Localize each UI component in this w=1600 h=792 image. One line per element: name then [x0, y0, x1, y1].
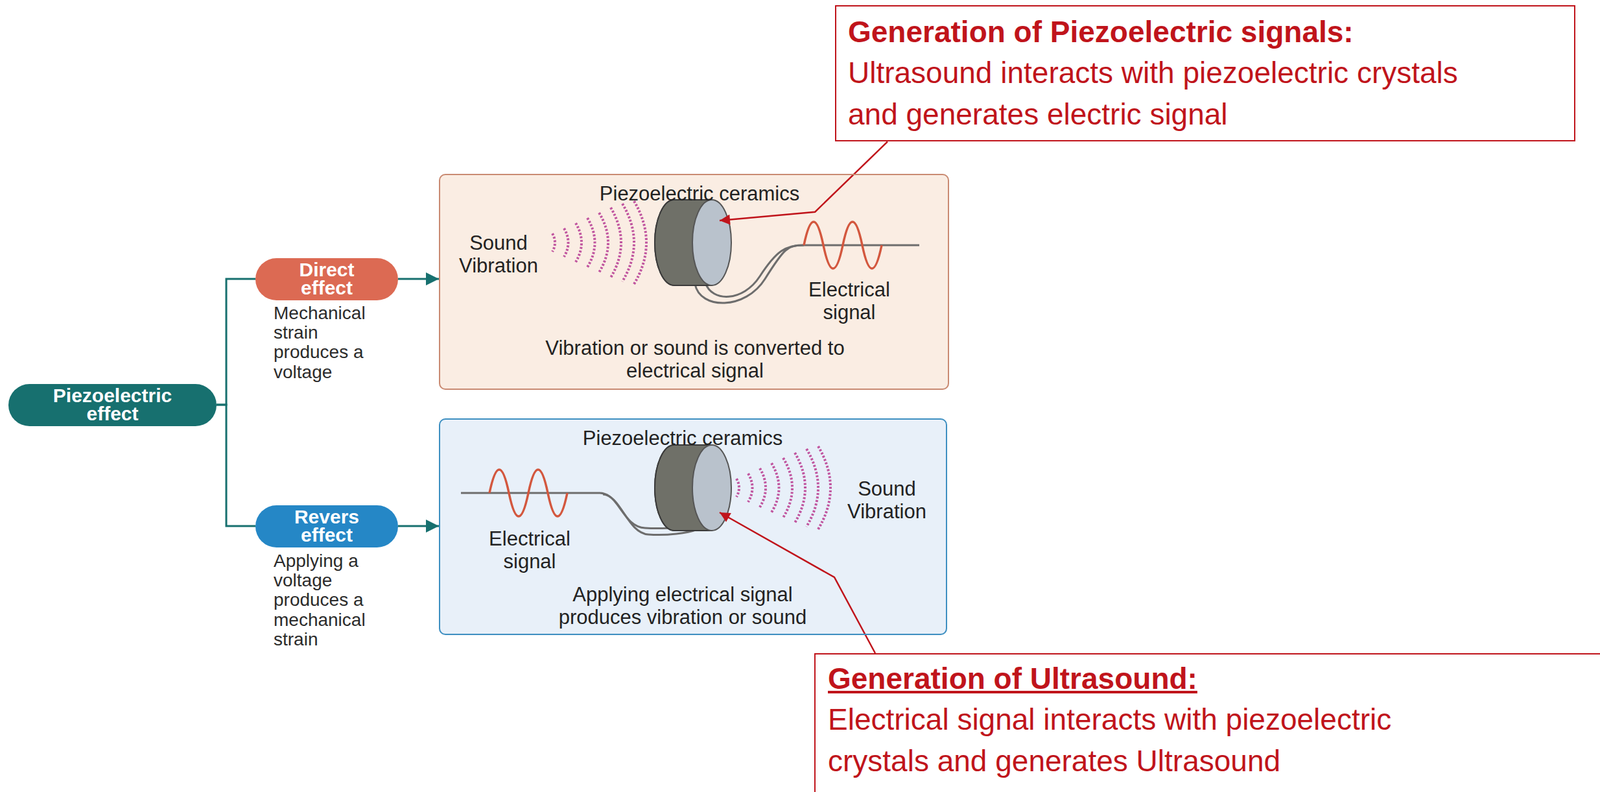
description-holder: Mechanical strain produces a voltage: [273, 303, 371, 382]
leader-arrow: [719, 141, 888, 221]
callout-box: Generation of Ultrasound:Electrical sign…: [814, 652, 1600, 792]
sound-wave: [610, 207, 622, 278]
crystal-face: [692, 444, 732, 531]
sound-wave: [634, 200, 647, 284]
panel-fill: [438, 173, 950, 390]
effect-pill: Direct effect: [255, 258, 399, 301]
sound-wave: [587, 217, 596, 268]
callout-text: Electrical signal interacts with piezoel…: [827, 698, 1470, 782]
effect-panel: Piezoelectric ceramicsElectrical signal S…: [438, 418, 948, 635]
sound-waves: [552, 200, 647, 284]
sound-wave: [622, 203, 635, 282]
signal-label-holder: Electrical signal: [481, 527, 579, 573]
sound-wave: [818, 446, 831, 530]
effect-panel: Piezoelectric ceramicsSound VibrationEle…: [438, 173, 950, 390]
piezo-crystal: [654, 199, 732, 286]
signal-label-holder: Electrical signal: [800, 278, 898, 324]
crystal-face: [692, 199, 732, 286]
wave-label-holder: Sound Vibration: [453, 232, 544, 277]
pill-label: Direct effect: [284, 260, 369, 298]
sine-wave: [489, 469, 568, 517]
panel-fills: [438, 173, 950, 635]
panel-caption: Applying electrical signal produces vibr…: [546, 583, 819, 629]
callout-text: Ultrasound interacts with piezoelectric …: [847, 52, 1490, 135]
sound-wave: [564, 228, 569, 257]
wave-label: Sound Vibration: [841, 477, 933, 523]
callout-heading: Generation of Ultrasound:: [827, 658, 1542, 699]
effect-pill: Revers effect: [255, 505, 399, 548]
signal-label: Electrical signal: [800, 278, 898, 324]
effect-description: Applying a voltage produces a mechanical…: [273, 551, 371, 649]
wave-label: Sound Vibration: [453, 232, 544, 277]
sound-wave: [794, 452, 806, 523]
sound-wave: [783, 457, 793, 518]
signal-label: Electrical signal: [481, 527, 579, 573]
sound-wave: [736, 478, 740, 497]
callout-heading: Generation of Piezoelectric signals:: [847, 11, 1562, 53]
panel-title-holder: Piezoelectric ceramics: [552, 427, 813, 450]
description-holder: Applying a voltage produces a mechanical…: [273, 551, 371, 649]
sound-wave: [575, 223, 582, 262]
connectors: [216, 141, 888, 653]
sound-wave: [806, 448, 819, 527]
sound-wave: [599, 212, 609, 273]
sine-wave: [803, 221, 882, 269]
leader-arrow: [719, 512, 876, 653]
callout-box: Generation of Piezoelectric signals:Ultr…: [835, 5, 1576, 142]
sound-wave: [552, 233, 555, 252]
effect-description: Mechanical strain produces a voltage: [273, 303, 371, 382]
sound-wave: [759, 468, 766, 507]
connector: [216, 404, 256, 526]
sound-waves: [736, 446, 831, 530]
root-pill: Piezoelectric effect: [8, 383, 217, 426]
panel-title-holder: Piezoelectric ceramics: [569, 182, 830, 206]
panel-fill: [438, 418, 948, 635]
pill-label: Piezoelectric effect: [47, 386, 178, 424]
connector: [398, 525, 439, 528]
signal-wire: [460, 492, 689, 530]
panel-caption-holder: Applying electrical signal produces vibr…: [546, 583, 819, 629]
connector: [398, 278, 439, 281]
piezo-crystal: [654, 444, 732, 531]
panel-title: Piezoelectric ceramics: [599, 182, 800, 206]
wave-label-holder: Sound Vibration: [841, 477, 933, 523]
panel-title: Piezoelectric ceramics: [582, 427, 783, 450]
panel-caption-holder: Vibration or sound is converted to elect…: [526, 337, 864, 382]
pill-label: Revers effect: [284, 507, 369, 545]
sound-wave: [748, 473, 753, 502]
connector: [216, 278, 256, 405]
sound-wave: [771, 462, 780, 513]
panel-caption: Vibration or sound is converted to elect…: [526, 337, 864, 382]
